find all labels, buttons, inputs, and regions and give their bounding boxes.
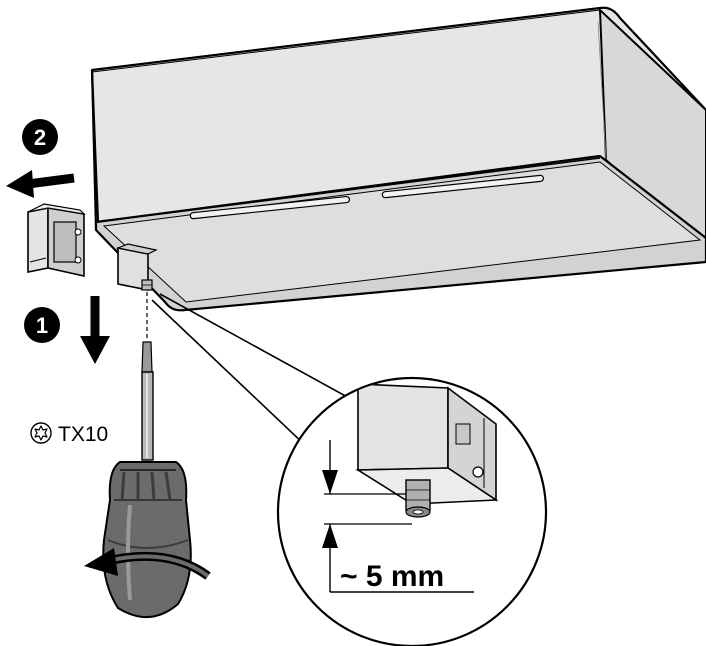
arrow-down-icon [80, 296, 110, 364]
light-slot-right [381, 174, 545, 199]
screwdriver [84, 341, 211, 619]
step-1-number: 1 [36, 313, 48, 338]
light-slot-left [189, 195, 351, 220]
dimension-label: ~ 5 mm [340, 560, 444, 593]
screwdriver-handle [102, 461, 192, 619]
tool-size-label: TX10 [58, 423, 108, 446]
housing-right-face [598, 7, 706, 252]
dimension-marker [322, 440, 474, 593]
step-2-number: 2 [34, 125, 46, 150]
detail-screw [405, 479, 431, 511]
hood-housing [90, 6, 706, 340]
detail-callout: ~ 5 mm [151, 293, 548, 646]
tool-label: TX10 [30, 422, 108, 446]
step-2-marker: 2 [22, 119, 58, 155]
arrow-left-icon [6, 170, 75, 198]
mounting-clip [27, 203, 86, 277]
step-1-marker: 1 [24, 307, 60, 343]
torx-icon [30, 422, 52, 444]
